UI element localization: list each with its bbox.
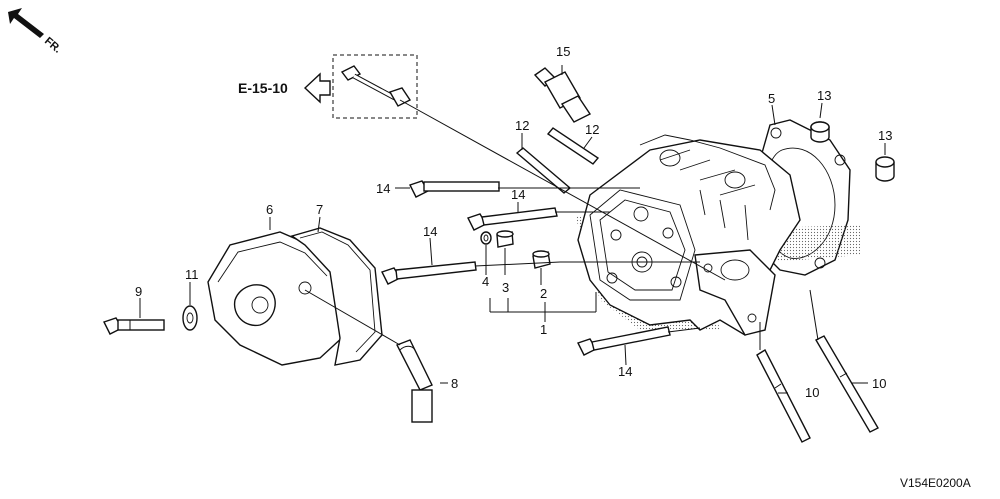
callout-14-d: 14 xyxy=(618,364,632,379)
valve-guide-part xyxy=(496,230,514,248)
callout-9: 9 xyxy=(135,284,142,299)
callout-13-upper: 13 xyxy=(817,88,831,103)
reference-link[interactable]: E-15-10 xyxy=(238,72,331,104)
callout-12-left: 12 xyxy=(515,118,529,133)
spark-plug-part xyxy=(533,67,592,123)
reference-dashed-box xyxy=(332,54,418,119)
dowel-pin-part-upper xyxy=(810,121,830,143)
callout-5: 5 xyxy=(768,91,775,106)
cylinder-head-part xyxy=(575,134,860,336)
head-bolt-part-d xyxy=(577,326,671,356)
exhaust-stud-part-a xyxy=(756,349,811,443)
leader-lines xyxy=(139,65,886,394)
stud-bolt-icon xyxy=(340,65,412,107)
head-bolt-part-b xyxy=(467,207,558,231)
head-bolt-part-c xyxy=(381,261,477,285)
exhaust-stud-part-b xyxy=(815,335,879,433)
stud-bolt-part-b xyxy=(546,127,600,165)
callout-14-b: 14 xyxy=(511,187,525,202)
callout-8: 8 xyxy=(451,376,458,391)
callout-6: 6 xyxy=(266,202,273,217)
callout-1: 1 xyxy=(540,322,547,337)
callout-10-left: 10 xyxy=(805,385,819,400)
callout-10-right: 10 xyxy=(872,376,886,391)
oil-seal-part xyxy=(480,231,492,245)
reference-stud-group xyxy=(332,54,418,119)
head-cover-gasket-part xyxy=(290,227,383,366)
reference-arrow-icon xyxy=(303,72,331,104)
callout-12-right: 12 xyxy=(585,122,599,137)
callout-14-a: 14 xyxy=(376,181,390,196)
reference-label: E-15-10 xyxy=(238,80,288,96)
callout-7: 7 xyxy=(316,202,323,217)
valve-guide-part-b xyxy=(532,250,551,269)
callout-2: 2 xyxy=(540,286,547,301)
callout-11: 11 xyxy=(185,267,199,282)
callout-4: 4 xyxy=(482,274,489,289)
callout-labels: 15 12 12 5 13 13 14 14 14 14 6 7 11 9 8 … xyxy=(135,44,892,400)
washer-part xyxy=(182,305,198,331)
callout-15: 15 xyxy=(556,44,570,59)
callout-14-c: 14 xyxy=(423,224,437,239)
head-bolt-part-a xyxy=(409,180,500,198)
dowel-pin-part-lower xyxy=(875,156,895,182)
head-cover-part xyxy=(207,231,346,366)
callout-3: 3 xyxy=(502,280,509,295)
breather-tube-part xyxy=(396,339,433,423)
front-direction-label: FR. xyxy=(42,35,63,56)
cover-bolt-part xyxy=(103,317,165,335)
callout-13-lower: 13 xyxy=(878,128,892,143)
diagram-code: V154E0200A xyxy=(900,476,971,490)
front-direction-arrow-icon: FR. xyxy=(8,8,63,56)
